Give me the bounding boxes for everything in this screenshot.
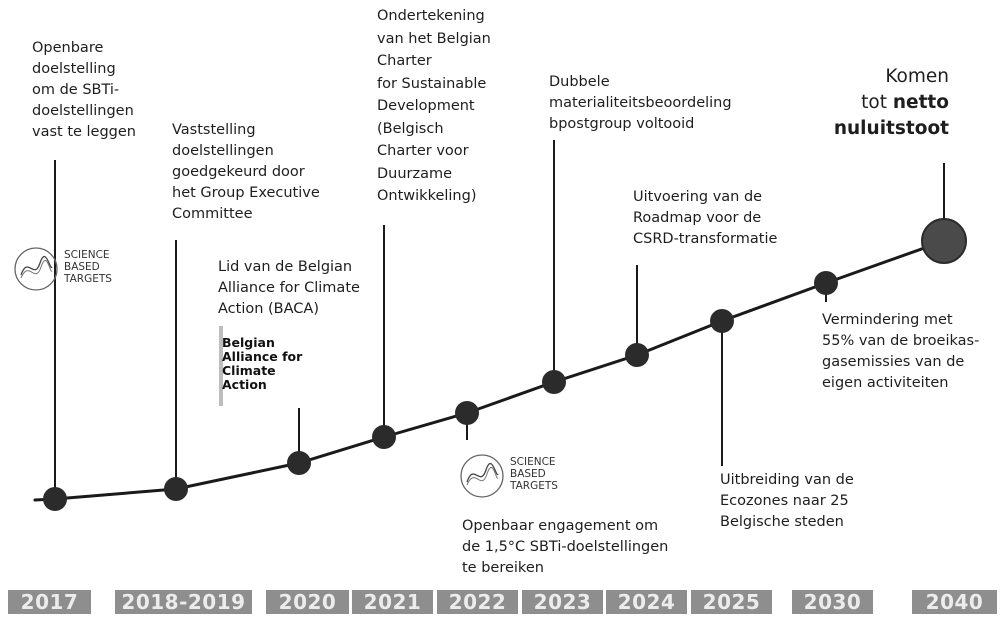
year-label-2040: 2040 [912, 590, 997, 614]
baca-logo-bar [219, 326, 223, 406]
event-text-2020: Lid van de Belgian Alliance for Climate … [218, 259, 360, 317]
event-text-2030: Vermindering met 55% van de broeikas- ga… [822, 312, 980, 391]
event-text-2025: Uitbreiding van de Ecozones naar 25 Belg… [720, 472, 854, 530]
sbti-logo-text: SCIENCE BASED TARGETS [510, 456, 558, 492]
event-text-2024: Uitvoering van de Roadmap voor de CSRD-t… [633, 189, 778, 247]
year-label-2030: 2030 [792, 590, 873, 614]
milestone-dot-2023 [542, 370, 566, 394]
milestone-dot-2025 [710, 309, 734, 333]
sbti-logo-mark [460, 454, 504, 498]
milestone-dot-2040 [921, 218, 967, 264]
sbti-logo-2017: SCIENCE BASED TARGETS [12, 243, 172, 303]
year-label-2020: 2020 [266, 590, 349, 614]
milestone-dot-2017 [43, 487, 67, 511]
event-text-2018-2019: Vaststelling doelstellingen goedgekeurd … [172, 122, 320, 222]
event-text-2017: Openbare doelstelling om de SBTi- doelst… [32, 40, 136, 140]
year-label-2023: 2023 [522, 590, 603, 614]
milestone-dot-2024 [625, 343, 649, 367]
baca-logo: Belgian Alliance for Climate Action [219, 326, 319, 406]
year-label-2018-2019: 2018-2019 [115, 590, 252, 614]
baca-logo-text: Belgian Alliance for Climate Action [222, 335, 303, 392]
event-text-2040: Komen tot netto nuluitstoot [822, 64, 949, 142]
milestone-dot-2022 [455, 401, 479, 425]
sbti-logo-text: SCIENCE BASED TARGETS [64, 249, 112, 285]
event-text-2021: Ondertekening van het Belgian Charter fo… [377, 8, 491, 204]
event-text-2022: Openbaar engagement om de 1,5°C SBTi-doe… [462, 518, 669, 576]
milestone-dot-2030 [814, 271, 838, 295]
milestone-dot-2020 [287, 451, 311, 475]
year-label-2021: 2021 [352, 590, 433, 614]
event-text-2040-bold: netto nuluitstoot [833, 92, 949, 139]
year-label-2022: 2022 [437, 590, 518, 614]
sbti-logo-2022: SCIENCE BASED TARGETS [458, 450, 618, 510]
year-label-2025: 2025 [691, 590, 772, 614]
event-text-2040-prefix: Komen tot [861, 66, 949, 113]
milestone-dot-2018-2019 [164, 477, 188, 501]
sbti-logo-mark [14, 247, 58, 291]
year-label-2024: 2024 [606, 590, 687, 614]
milestone-dot-2021 [372, 425, 396, 449]
year-label-2017: 2017 [8, 590, 91, 614]
event-text-2023: Dubbele materialiteitsbeoordeling bpostg… [549, 74, 732, 132]
